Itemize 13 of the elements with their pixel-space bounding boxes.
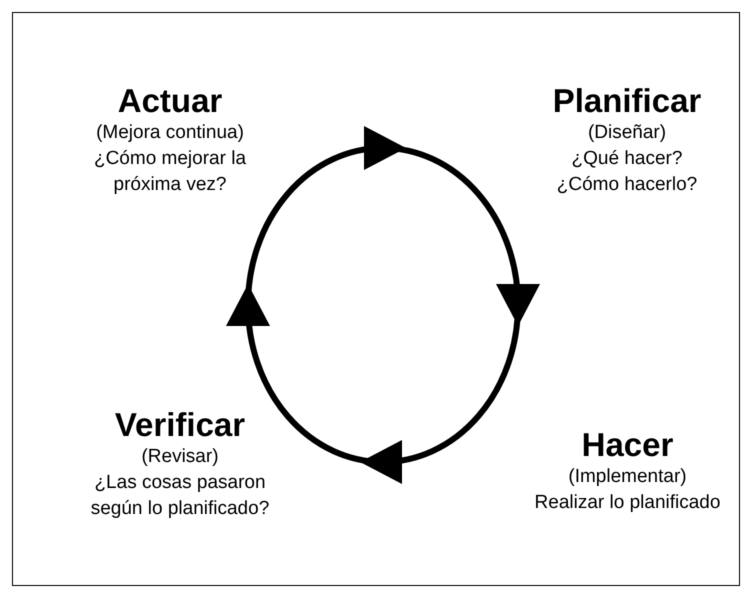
stage-description: ¿Qué hacer? [570,147,684,171]
stage-description: ¿Cómo mejorar la próxima vez? [92,147,248,197]
stage-description: ¿Las cosas pasaron según lo planificado? [90,471,270,521]
stage-description: ¿Cómo hacerlo? [556,173,698,197]
stage-description: (Implementar) [567,465,688,489]
stage-heading: Planificar [552,82,702,120]
stage-heading: Verificar [114,406,246,444]
stage-description: (Diseñar) [586,121,668,145]
stage-description: (Mejora continua) [95,121,245,145]
stage-description: (Revisar) [140,445,220,469]
stage-heading: Hacer [580,426,674,464]
stage-heading: Actuar [116,82,224,120]
stage-description: Realizar lo planificado [534,491,722,515]
